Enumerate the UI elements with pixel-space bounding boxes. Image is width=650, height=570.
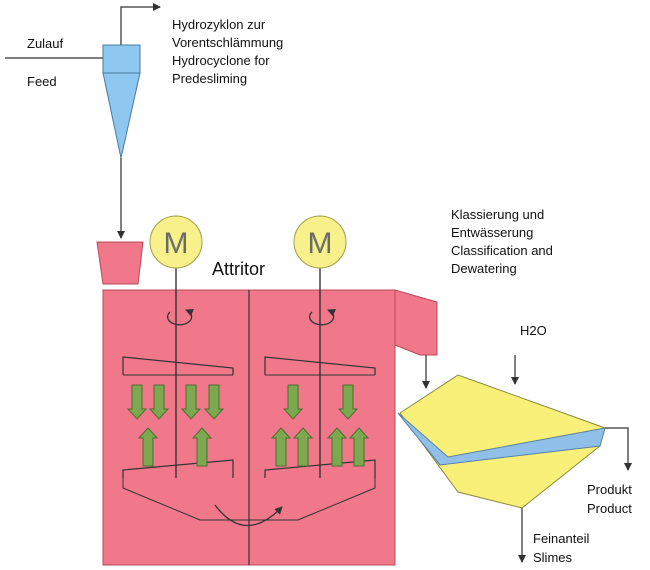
classification-caption-line-3: Classification and [451, 243, 553, 258]
flow-arrows [126, 384, 370, 467]
attritor-tank [102, 289, 396, 566]
flow-arrow-down [148, 384, 170, 420]
flow-arrow-down [282, 384, 304, 420]
product-line [605, 427, 632, 471]
flow-arrow-down [180, 384, 202, 420]
classification-caption-line-2: Entwässerung [451, 225, 534, 240]
motor-right: M [293, 215, 347, 478]
hydrocyclone-cone [102, 72, 141, 159]
classification-caption-line-4: Dewatering [451, 261, 517, 276]
flow-arrow-up [191, 427, 213, 467]
slimes-label-en: Slimes [533, 550, 573, 565]
h2o-label: H2O [520, 323, 547, 338]
flow-arrow-up [348, 427, 370, 467]
cyclone-caption-line-3: Hydrocyclone for [172, 53, 270, 68]
classification-caption-line-1: Klassierung und [451, 207, 545, 222]
flow-arrow-up [326, 427, 348, 467]
transfer-arrow [214, 504, 283, 527]
feed-hopper [96, 241, 144, 285]
left-lower-baffle [122, 459, 234, 478]
cyclone-caption-line-4: Predesliming [172, 71, 248, 86]
bottom-funnel-left [122, 478, 249, 521]
slimes-label-de: Feinanteil [533, 531, 590, 546]
feed-label-de: Zulauf [27, 36, 64, 51]
bottom-funnel-right [249, 478, 376, 521]
hydrocyclone [102, 44, 141, 159]
product-label-de: Produkt [587, 482, 632, 497]
flow-arrow-down [337, 384, 359, 420]
motor-right-circle [293, 215, 347, 269]
flow-arrow-down [203, 384, 225, 420]
cyclone-caption-line-1: Hydrozyklon zur [172, 17, 266, 32]
hydrocyclone-body [102, 44, 141, 74]
classifier-band [397, 412, 606, 466]
feed-label-en: Feed [27, 74, 57, 89]
motor-left-label: M [164, 227, 189, 260]
product-label-en: Product [587, 501, 632, 516]
flow-arrow-down [126, 384, 148, 420]
cyclone-caption-line-2: Vorentschlämmung [172, 35, 284, 50]
flow-arrow-up [292, 427, 314, 467]
rotation-left-icon [167, 309, 195, 326]
left-upper-baffle [122, 356, 234, 375]
flow-arrow-up [137, 427, 159, 467]
rotation-right-icon [309, 309, 337, 326]
overflow-line [120, 3, 161, 45]
flow-arrow-up [270, 427, 292, 467]
attritor-label: Attritor [212, 259, 266, 279]
classifier [397, 374, 606, 509]
overflow-launder [394, 289, 438, 356]
motor-right-label: M [308, 227, 333, 260]
motor-left: M [149, 215, 203, 478]
motor-left-circle [149, 215, 203, 269]
